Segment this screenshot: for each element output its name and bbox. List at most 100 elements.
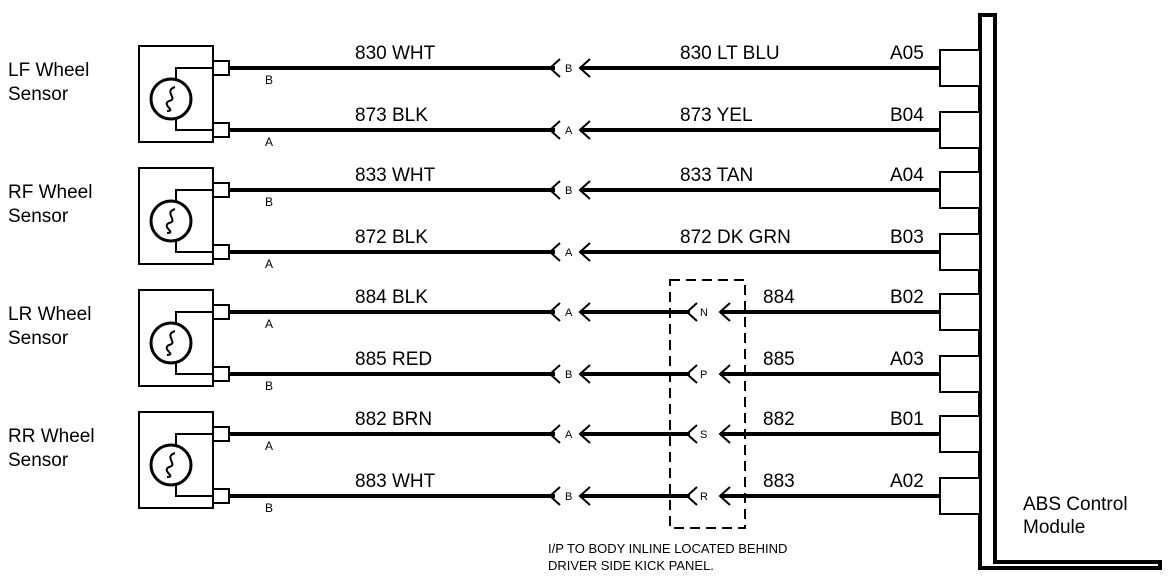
inline-pin-label: R — [700, 491, 708, 503]
inline-note-line2: DRIVER SIDE KICK PANEL. — [548, 558, 714, 573]
module-label-line1: ABS Control — [1023, 494, 1128, 515]
sensor-terminal-letter: A — [265, 317, 273, 331]
sensor-coil-icon — [149, 443, 193, 487]
wire-label-left: 885 RED — [355, 349, 432, 370]
module-pin-label: A04 — [890, 165, 924, 186]
module-pin-label: A05 — [890, 43, 924, 64]
connector-female-icon — [548, 302, 561, 322]
sensor-label-line2: Sensor — [8, 328, 69, 349]
sensor-terminal — [212, 488, 230, 504]
module-terminal — [939, 233, 981, 271]
sensor-internal-wire — [175, 485, 213, 497]
inline-female-icon — [685, 364, 698, 384]
sensor-terminal — [212, 182, 230, 198]
connector-female-icon — [548, 486, 561, 506]
connector-pin-label: A — [565, 247, 573, 259]
sensor-label-line2: Sensor — [8, 206, 69, 227]
inline-pin-label: N — [700, 307, 708, 319]
sensor-terminal-letter: B — [265, 195, 273, 209]
sensor-internal-wire — [175, 119, 213, 131]
sensor-terminal-letter: B — [265, 73, 273, 87]
abs-module-bracket — [978, 13, 1162, 570]
module-terminal — [939, 477, 981, 515]
sensor-terminal-letter: A — [265, 257, 273, 271]
sensor-label-line1: LR Wheel — [8, 304, 91, 325]
connector-female-icon — [548, 242, 561, 262]
sensor-terminal — [212, 366, 230, 382]
inline-female-icon — [685, 424, 698, 444]
module-terminal — [939, 171, 981, 209]
sensor-internal-wire — [175, 189, 213, 201]
sensor-label-line1: RF Wheel — [8, 182, 92, 203]
module-pin-label: A03 — [890, 349, 924, 370]
sensor-internal-wire — [175, 433, 213, 445]
sensor-terminal — [212, 426, 230, 442]
module-pin-label: B04 — [890, 105, 924, 126]
module-pin-label: A02 — [890, 471, 924, 492]
sensor-coil-icon — [149, 77, 193, 121]
module-terminal — [939, 49, 981, 87]
connector-pin-label: B — [565, 491, 572, 503]
sine-wave-icon — [165, 208, 176, 234]
sensor-terminal — [212, 304, 230, 320]
connector-female-icon — [548, 180, 561, 200]
connector-pin-label: A — [565, 307, 573, 319]
wire-label-left: 883 WHT — [355, 471, 436, 492]
inline-note-line1: I/P TO BODY INLINE LOCATED BEHIND — [548, 541, 787, 556]
sensor-terminal — [212, 244, 230, 260]
sensor-internal-wire — [175, 311, 213, 323]
inline-female-icon — [685, 302, 698, 322]
module-pin-label: B01 — [890, 409, 924, 430]
connector-female-icon — [548, 120, 561, 140]
wire-label-left: 873 BLK — [355, 105, 428, 126]
inline-pin-label: S — [700, 429, 707, 441]
connector-female-icon — [548, 58, 561, 78]
wire-label-right: 882 — [763, 409, 795, 430]
sensor-internal-wire — [175, 363, 213, 375]
wire-label-left: 872 BLK — [355, 227, 428, 248]
wire-label-right: 883 — [763, 471, 795, 492]
sensor-terminal-letter: B — [265, 501, 273, 515]
connector-female-icon — [548, 364, 561, 384]
module-terminal — [939, 355, 981, 393]
inline-female-icon — [685, 486, 698, 506]
module-terminal — [939, 415, 981, 453]
wire-label-left: 833 WHT — [355, 165, 436, 186]
sensor-terminal-letter: A — [265, 135, 273, 149]
module-pin-label: B02 — [890, 287, 924, 308]
sensor-internal-wire — [175, 67, 213, 79]
module-terminal — [939, 111, 981, 149]
connector-pin-label: A — [565, 429, 573, 441]
wire-label-right: 885 — [763, 349, 795, 370]
inline-pin-label: P — [700, 369, 707, 381]
module-label-line2: Module — [1023, 517, 1085, 538]
sensor-terminal — [212, 60, 230, 76]
sensor-terminal-letter: A — [265, 439, 273, 453]
inline-connector-box — [669, 279, 746, 529]
wire-label-left: 830 WHT — [355, 43, 436, 64]
wire-label-right: 830 LT BLU — [680, 43, 780, 64]
sensor-coil-icon — [149, 199, 193, 243]
wire-label-right: 872 DK GRN — [680, 227, 791, 248]
sine-wave-icon — [165, 86, 176, 112]
connector-pin-label: B — [565, 185, 572, 197]
connector-pin-label: A — [565, 125, 573, 137]
sensor-label-line2: Sensor — [8, 84, 69, 105]
wire-label-left: 884 BLK — [355, 287, 428, 308]
connector-pin-label: B — [565, 369, 572, 381]
sensor-label-line2: Sensor — [8, 450, 69, 471]
sensor-coil-icon — [149, 321, 193, 365]
connector-pin-label: B — [565, 63, 572, 75]
wire-label-right: 884 — [763, 287, 795, 308]
module-terminal — [939, 293, 981, 331]
wire-label-right: 873 YEL — [680, 105, 753, 126]
wire-label-left: 882 BRN — [355, 409, 432, 430]
module-pin-label: B03 — [890, 227, 924, 248]
wire-label-right: 833 TAN — [680, 165, 753, 186]
sensor-label-line1: RR Wheel — [8, 426, 95, 447]
